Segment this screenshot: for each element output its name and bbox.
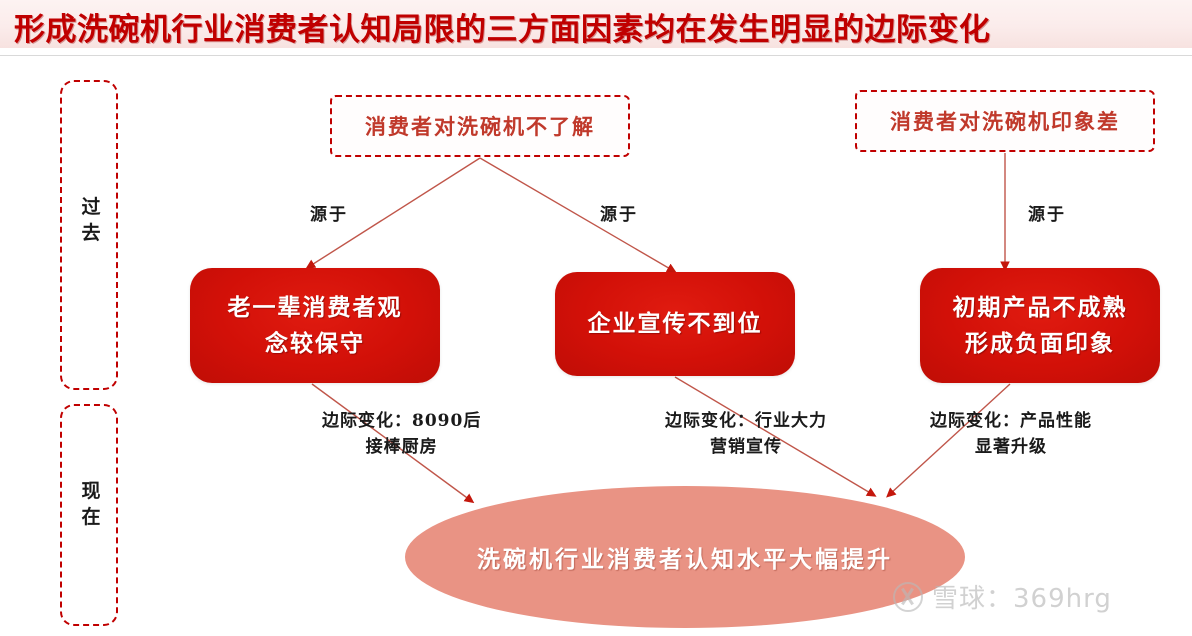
phase-rail-past: 过 去 (60, 80, 118, 390)
phase-label-past: 过 去 (62, 194, 120, 246)
cause-box-unfamiliar-label: 消费者对洗碗机不了解 (365, 114, 595, 139)
marginal-change-marketing-line-1: 边际变化：行业大力 (665, 411, 827, 431)
marginal-change-performance: 边际变化：产品性能 显著升级 (930, 408, 1092, 460)
xueqiu-logo-icon (893, 581, 923, 612)
connector-label-source-2: 源于 (600, 205, 638, 225)
factor-box-immature-line-1: 初期产品不成熟 (952, 293, 1128, 321)
cause-box-bad-impression: 消费者对洗碗机印象差 (855, 90, 1155, 152)
marginal-change-kitchen-line-2: 接棒厨房 (365, 437, 438, 457)
result-ellipse-label: 洗碗机行业消费者认知水平大幅提升 (477, 546, 893, 573)
phase-label-present-char-2: 在 (81, 506, 101, 528)
connector-label-source-3: 源于 (1028, 205, 1066, 225)
factor-box-conservative-line-1: 老一辈消费者观 (227, 293, 403, 321)
factor-box-immature-label: 初期产品不成熟 形成负面印象 (941, 290, 1140, 362)
marginal-change-performance-line-1: 边际变化：产品性能 (930, 411, 1092, 431)
phase-label-past-char-1: 过 (81, 196, 101, 218)
marginal-change-marketing: 边际变化：行业大力 营销宣传 (665, 408, 827, 460)
factor-box-immature: 初期产品不成熟 形成负面印象 (920, 268, 1160, 383)
factor-box-conservative-line-2: 念较保守 (265, 329, 365, 357)
connector-label-source-1: 源于 (310, 205, 348, 225)
factor-box-promotion-line-1: 企业宣传不到位 (587, 310, 763, 337)
phase-label-present-char-1: 现 (81, 480, 101, 502)
cause-box-bad-impression-label: 消费者对洗碗机印象差 (890, 109, 1120, 134)
phase-label-present: 现 在 (62, 478, 120, 530)
result-ellipse: 洗碗机行业消费者认知水平大幅提升 (405, 486, 965, 628)
factor-box-promotion: 企业宣传不到位 (555, 272, 795, 376)
factor-box-immature-line-2: 形成负面印象 (965, 329, 1115, 357)
phase-rail-present: 现 在 (60, 404, 118, 626)
title-divider (0, 55, 1192, 56)
watermark: 雪球：369hrg (893, 578, 1112, 615)
page-title: 形成洗碗机行业消费者认知局限的三方面因素均在发生明显的边际变化 (14, 12, 991, 48)
marginal-change-kitchen-line-1: 边际变化：8090后 (322, 411, 482, 431)
factor-box-conservative: 老一辈消费者观 念较保守 (190, 268, 440, 383)
marginal-change-performance-line-2: 显著升级 (975, 437, 1047, 457)
factor-box-promotion-label: 企业宣传不到位 (576, 306, 775, 342)
cause-box-unfamiliar: 消费者对洗碗机不了解 (330, 95, 630, 157)
marginal-change-kitchen: 边际变化：8090后 接棒厨房 (322, 408, 481, 460)
marginal-change-marketing-line-2: 营销宣传 (710, 437, 782, 457)
factor-box-conservative-label: 老一辈消费者观 念较保守 (216, 290, 415, 362)
watermark-label: 雪球：369hrg (932, 584, 1112, 614)
title-band: 形成洗碗机行业消费者认知局限的三方面因素均在发生明显的边际变化 (0, 0, 1192, 48)
phase-label-past-char-2: 去 (81, 222, 101, 244)
